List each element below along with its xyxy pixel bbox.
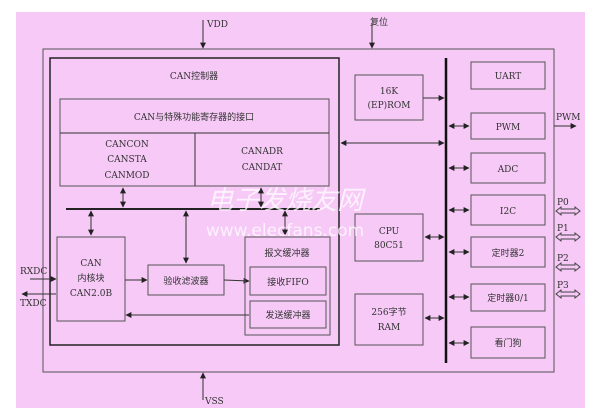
ram-line2: RAM [378, 323, 401, 333]
peripheral-i2c: I2C [448, 194, 546, 226]
register-canadr: CANADR [241, 147, 283, 157]
reset-label: 复位 [370, 16, 388, 28]
port-label: P2 [557, 254, 569, 264]
pwm-pin-label: PWM [556, 113, 581, 123]
can-sfr-interface-title: CAN与特殊功能寄存器的接口 [134, 111, 254, 123]
peripheral-label: 定时器0/1 [487, 292, 529, 304]
send-buffer-label: 发送缓冲器 [265, 309, 310, 321]
peripheral-adc: ADC [448, 152, 546, 184]
register-cansta: CANSTA [107, 155, 147, 165]
vdd-label: VDD [206, 20, 228, 30]
peripheral-pwm: PWM [448, 112, 546, 140]
register-cancon: CANCON [105, 140, 149, 150]
message-buffer-title: 报文缓冲器 [264, 247, 309, 259]
peripheral-label: PWM [496, 123, 521, 133]
can-controller-title: CAN控制器 [170, 70, 218, 82]
peripheral-label: UART [495, 72, 521, 82]
can-controller-box [49, 57, 340, 346]
vss-label: VSS [204, 397, 224, 407]
peripheral-label: ADC [497, 165, 519, 175]
can-core-box [56, 236, 126, 322]
rom-line2: (EP)ROM [367, 100, 410, 111]
port-p1: P1 [555, 224, 581, 243]
chip-outline [42, 48, 555, 373]
watermark-cn: 电子发烧友网 [207, 186, 366, 216]
cpu-line1: CPU [379, 227, 400, 237]
can-core-line2: 内核块 [77, 272, 104, 284]
port-p2: P2 [555, 254, 581, 273]
peripheral-timer2: 定时器2 [448, 236, 546, 268]
can-core-line3: CAN2.0B [70, 289, 113, 299]
port-p0: P0 [555, 198, 581, 217]
send-buffer-box [249, 300, 327, 329]
acceptance-filter-label: 验收滤波器 [163, 275, 208, 287]
can-core-line1: CAN [80, 259, 101, 269]
port-label: P3 [557, 281, 569, 291]
ram-line1: 256字节 [371, 306, 406, 318]
peripheral-timer01: 定时器0/1 [448, 283, 546, 312]
tx-label: TXDC [20, 299, 47, 309]
peripheral-watchdog: 看门狗 [448, 326, 546, 359]
rom-line1: 16K [380, 87, 398, 97]
cpu-box [354, 213, 424, 262]
peripheral-label: I2C [500, 207, 516, 217]
receive-fifo-box [249, 266, 327, 296]
peripheral-uart: UART [470, 61, 546, 90]
message-buffer-box [244, 236, 331, 336]
receive-fifo-label: 接收FIFO [267, 276, 308, 288]
watermark-url: www.elecfans.com [206, 221, 364, 241]
cpu-line2: 80C51 [374, 241, 404, 251]
register-candat: CANDAT [242, 163, 283, 173]
peripheral-label: 定时器2 [492, 247, 525, 259]
port-label: P1 [557, 224, 569, 234]
port-label: P0 [557, 198, 569, 208]
ram-box [354, 293, 424, 346]
register-canmod: CANMOD [104, 171, 149, 181]
rx-label: RXDC [20, 267, 47, 277]
peripheral-label: 看门狗 [494, 337, 521, 349]
port-p3: P3 [555, 281, 581, 300]
